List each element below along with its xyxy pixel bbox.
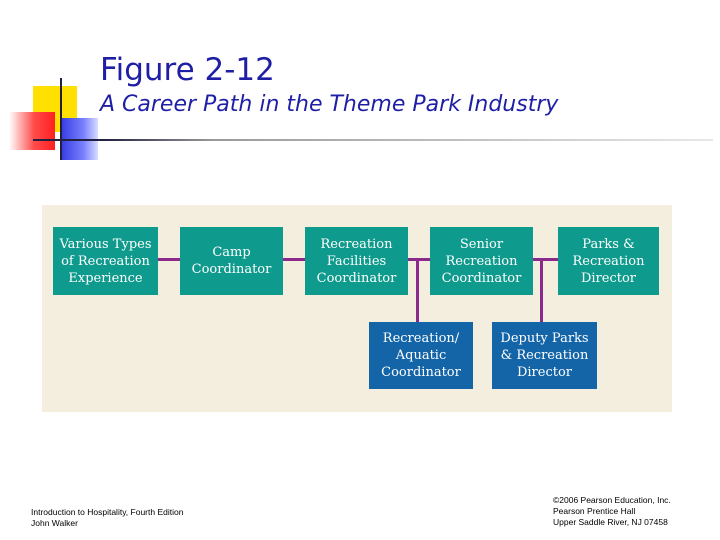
box-senior-recreation-coordinator: Senior Recreation Coordinator	[430, 227, 533, 295]
footer-publisher-info: ©2006 Pearson Education, Inc. Pearson Pr…	[553, 495, 671, 528]
box-label: Senior Recreation Coordinator	[441, 236, 522, 286]
decor-red-square	[9, 112, 55, 150]
connector-3-6	[416, 258, 419, 322]
box-label: Recreation Facilities Coordinator	[316, 236, 397, 286]
box-recreation-aquatic-coordinator: Recreation/ Aquatic Coordinator	[369, 322, 473, 389]
box-camp-coordinator: Camp Coordinator	[180, 227, 283, 295]
connector-4-5	[533, 258, 558, 261]
footer-address: Upper Saddle River, NJ 07458	[553, 517, 668, 527]
box-label: Recreation/ Aquatic Coordinator	[381, 331, 461, 380]
footer-book-title: Introduction to Hospitality, Fourth Edit…	[31, 507, 184, 517]
decor-vertical-line	[60, 78, 62, 160]
box-label: Various Types of Recreation Experience	[59, 236, 152, 286]
footer-author: John Walker	[31, 518, 78, 528]
box-label: Parks & Recreation Director	[572, 236, 645, 286]
footer-book-info: Introduction to Hospitality, Fourth Edit…	[31, 507, 183, 529]
footer-copyright: ©2006 Pearson Education, Inc.	[553, 495, 671, 505]
box-recreation-facilities-coordinator: Recreation Facilities Coordinator	[305, 227, 408, 295]
footer-publisher: Pearson Prentice Hall	[553, 506, 636, 516]
box-parks-recreation-director: Parks & Recreation Director	[558, 227, 659, 295]
connector-1-2	[158, 258, 180, 261]
connector-4-7	[540, 258, 543, 322]
career-path-diagram: Various Types of Recreation Experience C…	[42, 205, 672, 412]
box-label: Deputy Parks & Recreation Director	[500, 331, 589, 380]
box-recreation-experience: Various Types of Recreation Experience	[53, 227, 158, 295]
figure-number: Figure 2-12	[100, 52, 275, 88]
title-underline	[33, 139, 713, 141]
figure-caption: A Career Path in the Theme Park Industry	[100, 92, 559, 117]
connector-3-4	[408, 258, 430, 261]
box-label: Camp Coordinator	[191, 245, 272, 277]
box-deputy-parks-recreation-director: Deputy Parks & Recreation Director	[492, 322, 597, 389]
connector-2-3	[283, 258, 305, 261]
slide-title: Figure 2-12 A Career Path in the Theme P…	[100, 50, 558, 120]
